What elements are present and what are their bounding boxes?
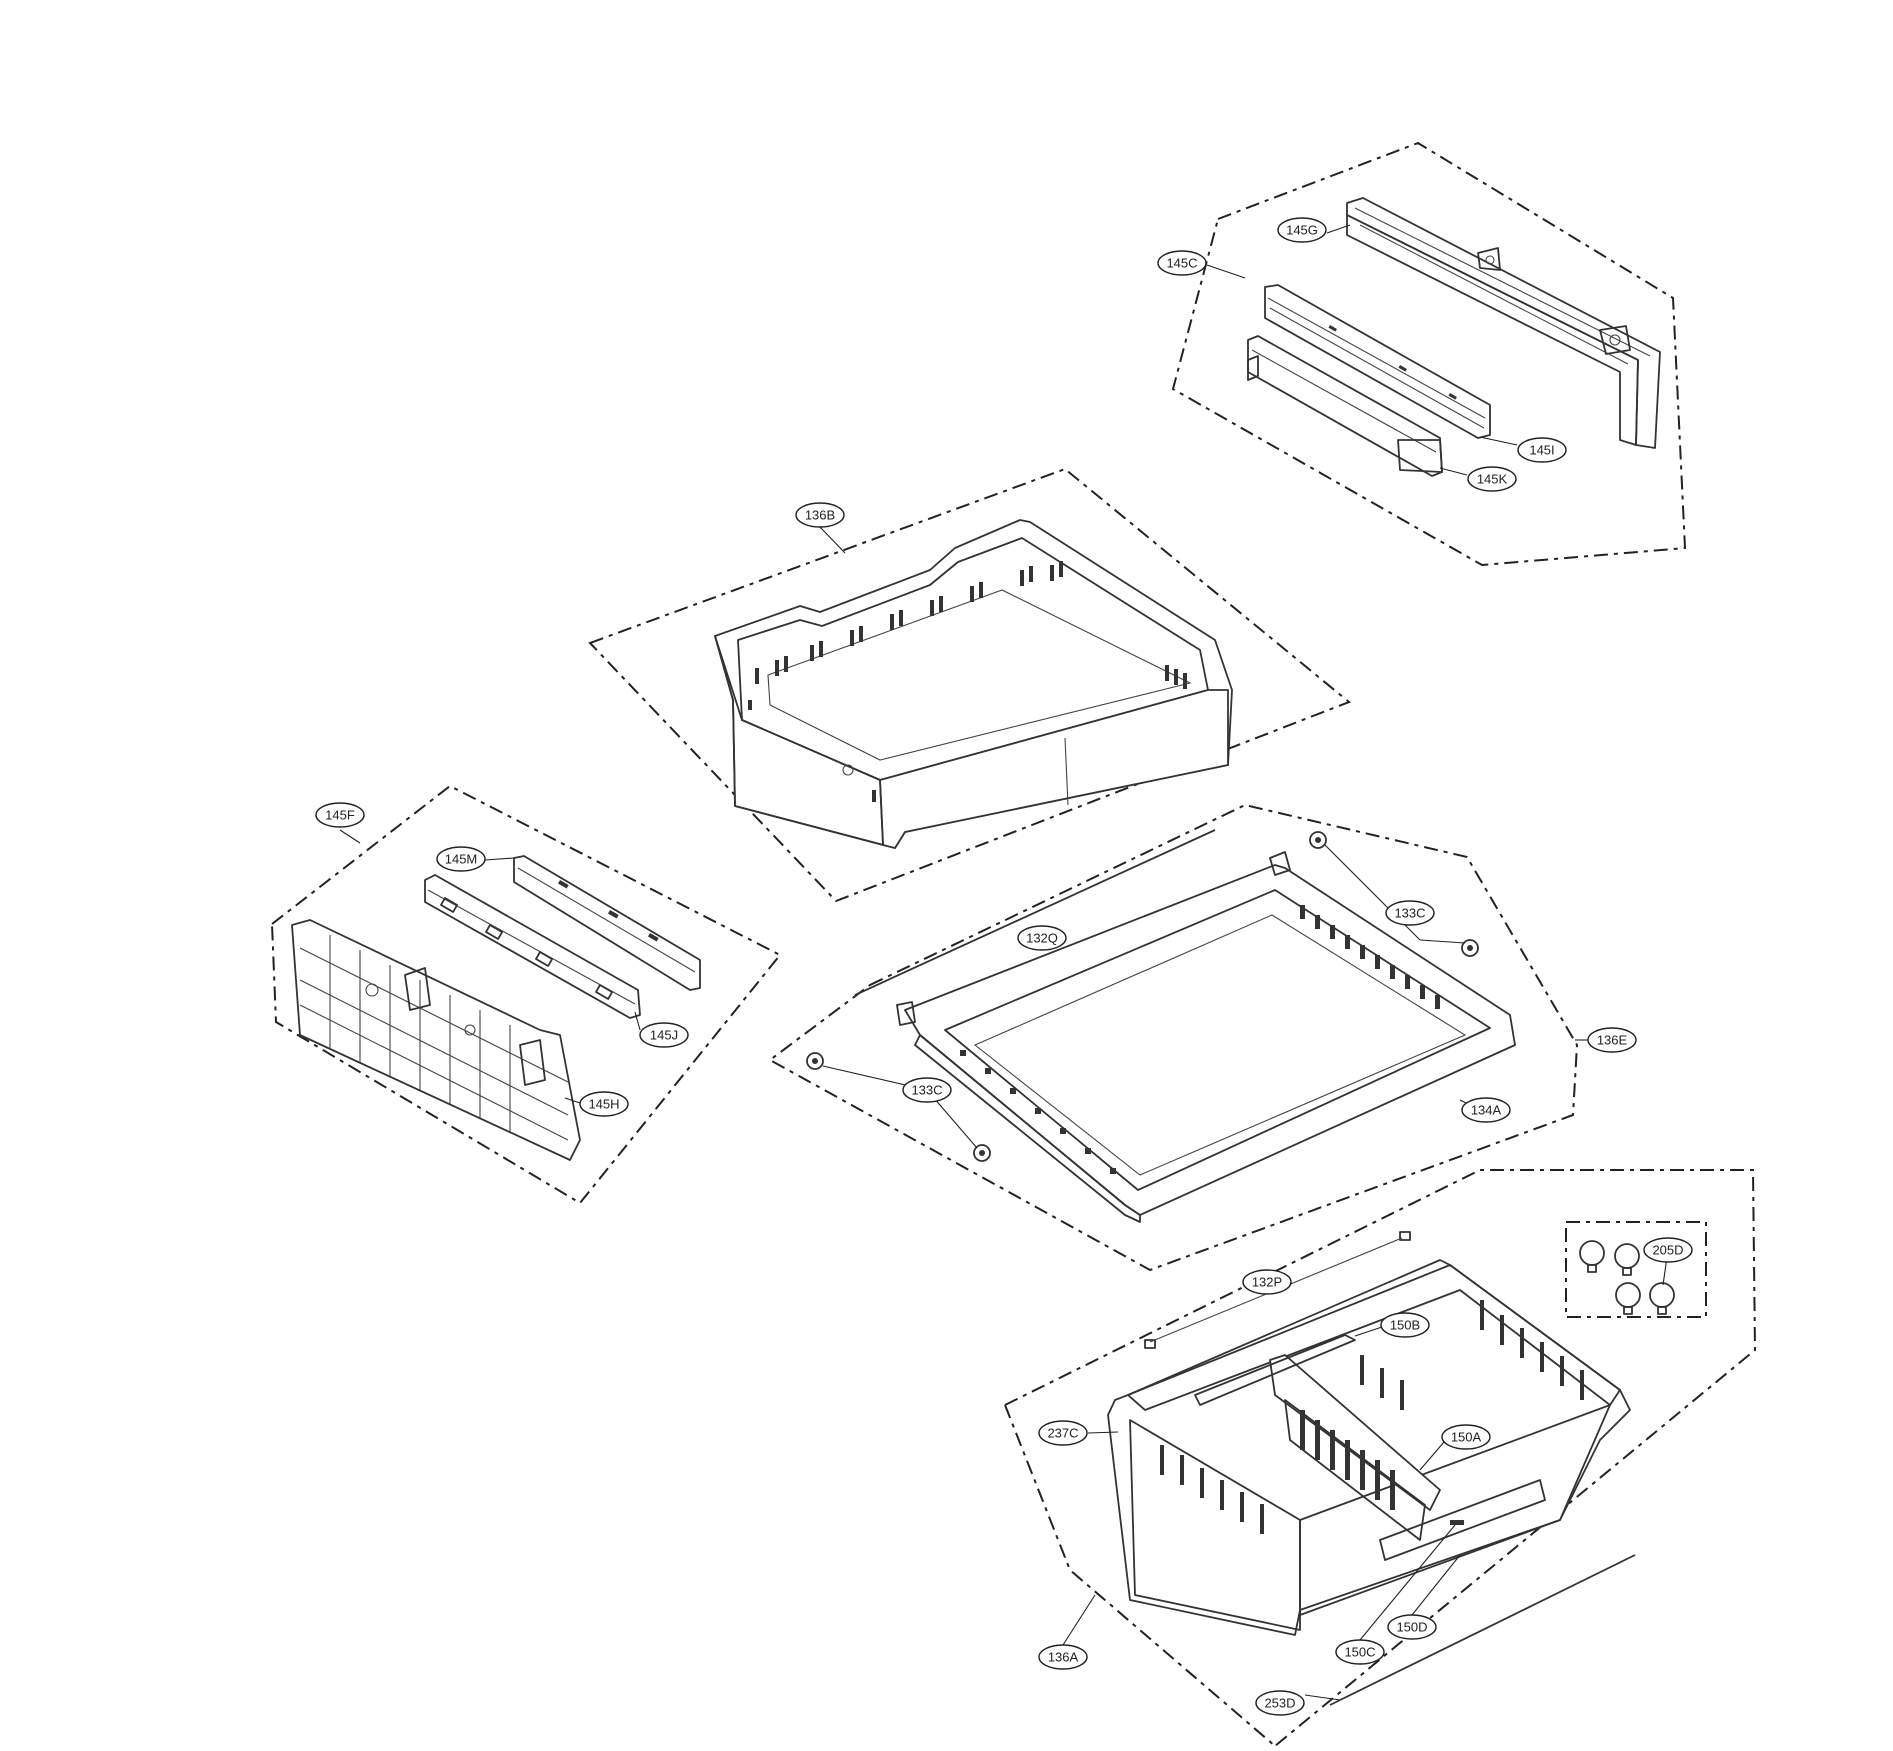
part-145J-rail	[424, 874, 641, 1019]
svg-text:136E: 136E	[1597, 1033, 1628, 1048]
part-136B-tray	[714, 519, 1233, 849]
svg-text:150A: 150A	[1451, 1430, 1482, 1445]
part-132P-pad-1	[1399, 1231, 1411, 1241]
callout-132P: 132P	[1242, 1269, 1292, 1295]
part-132P-pad-2	[1144, 1339, 1156, 1349]
part-150A-divider	[1269, 1354, 1441, 1511]
svg-text:150C: 150C	[1344, 1645, 1375, 1660]
callout-136A: 136A	[1038, 1644, 1088, 1670]
svg-text:150B: 150B	[1390, 1318, 1420, 1333]
svg-text:145I: 145I	[1529, 443, 1554, 458]
part-136A-bin	[1107, 1259, 1631, 1636]
part-132Q-wire	[854, 829, 1216, 996]
svg-text:145M: 145M	[445, 852, 478, 867]
svg-text:253D: 253D	[1264, 1696, 1295, 1711]
tray-assembly-136B	[588, 467, 1351, 903]
callout-253D: 253D	[1255, 1690, 1305, 1716]
svg-text:145K: 145K	[1477, 472, 1508, 487]
svg-text:237C: 237C	[1047, 1426, 1078, 1441]
callout-134A: 134A	[1461, 1097, 1511, 1123]
svg-text:132Q: 132Q	[1026, 931, 1058, 946]
tray-vent-slots	[748, 561, 1187, 802]
bin-vent-slots	[1160, 1300, 1584, 1534]
part-253D-gasket	[1329, 1554, 1636, 1706]
svg-text:145F: 145F	[325, 808, 355, 823]
callout-145C: 145C	[1157, 250, 1207, 276]
svg-text:136B: 136B	[805, 508, 835, 523]
part-133C-fastener-4	[973, 1144, 991, 1162]
divider-vent-slots	[1300, 1410, 1395, 1510]
svg-text:145J: 145J	[650, 1028, 678, 1043]
svg-text:134A: 134A	[1471, 1103, 1502, 1118]
svg-text:205D: 205D	[1652, 1243, 1683, 1258]
part-150B-handle	[1194, 1334, 1356, 1406]
callout-136B: 136B	[795, 502, 845, 528]
part-145H-panel	[291, 919, 581, 1161]
svg-text:136A: 136A	[1048, 1650, 1079, 1665]
callout-145I: 145I	[1517, 437, 1567, 463]
callout-145H: 145H	[579, 1091, 629, 1117]
group-boundary-136A	[1004, 1169, 1757, 1747]
part-133C-fastener-2	[1461, 939, 1479, 957]
callout-145G: 145G	[1277, 217, 1327, 243]
svg-text:133C: 133C	[1394, 906, 1425, 921]
part-150D-plate	[1379, 1479, 1546, 1561]
part-145I-rail	[1264, 284, 1491, 439]
svg-text:145H: 145H	[588, 1097, 619, 1112]
shelf-vent-slots	[960, 905, 1440, 1174]
part-133C-fastener-3	[806, 1052, 824, 1070]
group-boundary-145C	[1171, 141, 1687, 567]
callout-237C: 237C	[1038, 1420, 1088, 1446]
callout-205D: 205D	[1643, 1237, 1693, 1263]
svg-text:145C: 145C	[1166, 256, 1197, 271]
callout-145J: 145J	[639, 1022, 689, 1048]
callouts: 145C 145G 145I 145K 136B 145F 145M 145J …	[315, 217, 1693, 1716]
part-150C-clip	[1450, 1520, 1464, 1525]
callout-150A: 150A	[1441, 1424, 1491, 1450]
callout-136E: 136E	[1587, 1027, 1637, 1053]
svg-text:133C: 133C	[911, 1083, 942, 1098]
group-boundary-145F	[270, 784, 782, 1205]
callout-133C-bottom: 133C	[902, 1077, 952, 1103]
part-133C-fastener-1	[1309, 831, 1327, 849]
callout-145K: 145K	[1467, 466, 1517, 492]
callout-150D: 150D	[1387, 1614, 1437, 1640]
part-145M-rail	[513, 855, 701, 991]
callout-145M: 145M	[436, 846, 486, 872]
part-205D-caps	[1565, 1221, 1707, 1318]
group-boundary-136E	[768, 803, 1579, 1272]
svg-text:132P: 132P	[1252, 1275, 1282, 1290]
callout-132Q: 132Q	[1017, 925, 1067, 951]
callout-150C: 150C	[1335, 1639, 1385, 1665]
part-145G-rail	[1346, 197, 1661, 449]
callout-133C-top: 133C	[1385, 900, 1435, 926]
callout-145F: 145F	[315, 802, 365, 828]
callout-150B: 150B	[1380, 1312, 1430, 1338]
part-134A-shelf	[896, 851, 1516, 1223]
shelf-assembly-136E	[768, 803, 1579, 1272]
group-boundary-205D	[1565, 1221, 1707, 1318]
part-145K-rail	[1247, 335, 1443, 477]
rail-assembly-145F	[270, 784, 782, 1205]
bin-assembly-136A	[1004, 1169, 1757, 1747]
group-boundary-136B	[588, 467, 1351, 903]
svg-text:145G: 145G	[1286, 223, 1318, 238]
svg-text:150D: 150D	[1396, 1620, 1427, 1635]
rail-assembly-145C	[1171, 141, 1687, 567]
